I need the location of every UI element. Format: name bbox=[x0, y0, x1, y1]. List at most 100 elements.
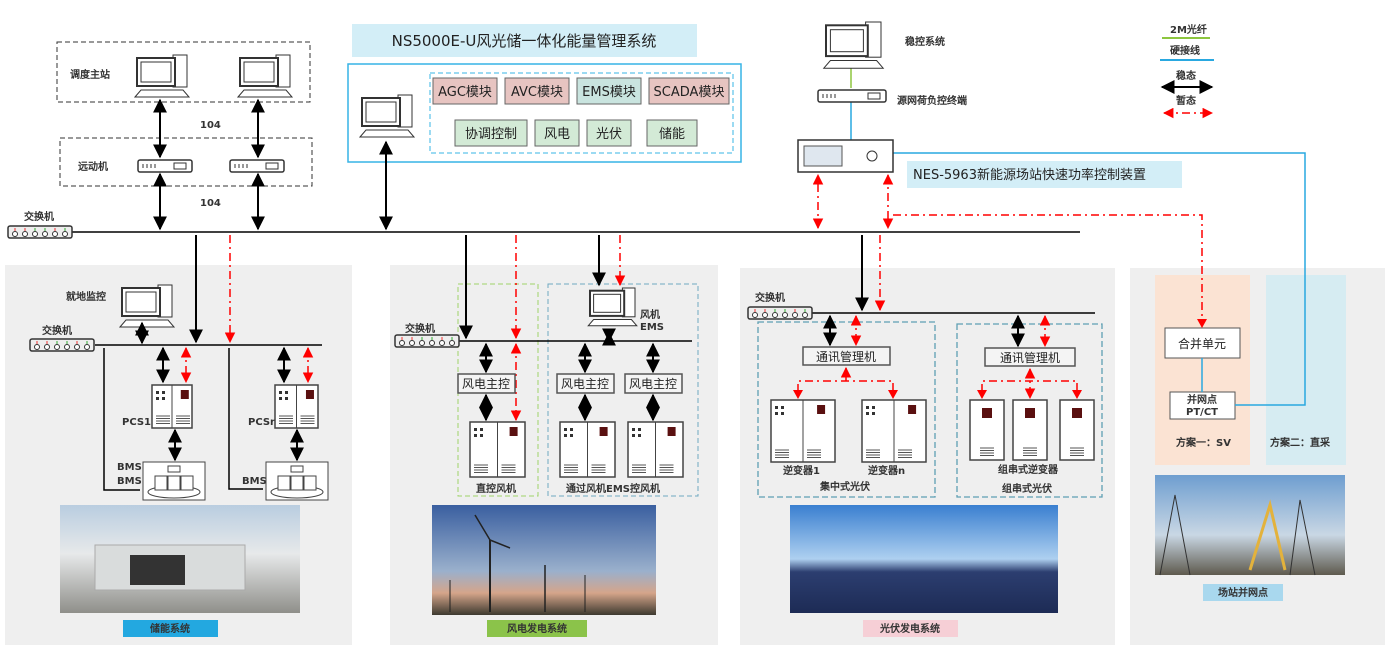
switch-icon[interactable] bbox=[29, 338, 95, 352]
grid-poc-tag: 场站并网点 bbox=[1203, 584, 1283, 601]
bms1-label: BMS1 bbox=[117, 462, 149, 473]
bms-link bbox=[228, 348, 263, 490]
arrow-head bbox=[1072, 390, 1082, 399]
ems-func-storage[interactable]: 储能 bbox=[646, 119, 698, 147]
rtu-frame bbox=[59, 137, 313, 187]
switch-icon[interactable] bbox=[747, 306, 813, 320]
func-label: 储能 bbox=[659, 127, 685, 142]
computer-icon[interactable] bbox=[133, 54, 191, 98]
solar-photo bbox=[790, 505, 1058, 613]
computer-icon[interactable] bbox=[358, 94, 416, 138]
arrow-head bbox=[888, 390, 898, 399]
ems-module-scada[interactable]: SCADA模块 bbox=[648, 77, 730, 105]
ems-module-agc[interactable]: AGC模块 bbox=[432, 77, 498, 105]
comm-manager-box[interactable] bbox=[984, 347, 1076, 367]
arrow-head bbox=[977, 390, 987, 399]
poc-label: 并网点 bbox=[1187, 393, 1217, 406]
ems-module-ems[interactable]: EMS模块 bbox=[576, 77, 642, 105]
bms-icon[interactable] bbox=[265, 461, 329, 501]
legend-fiber-label: 2M光纤 bbox=[1170, 23, 1207, 36]
string-inverter-label: 组串式逆变器 bbox=[998, 463, 1059, 476]
comm-manager-box[interactable] bbox=[802, 346, 891, 366]
terminal-label: 源网荷负控终端 bbox=[897, 94, 967, 107]
bms1-label: BMS1 bbox=[117, 476, 149, 487]
nes-device-label-box bbox=[907, 161, 1182, 188]
ptct-label: PT/CT bbox=[1186, 407, 1218, 418]
central-inverter-cabinet[interactable] bbox=[770, 399, 836, 463]
central-pv-label: 集中式光伏 bbox=[819, 480, 870, 493]
ems-turbine-label: 通过风机EMS控风机 bbox=[566, 482, 660, 495]
legend-steady-label: 稳态 bbox=[1176, 69, 1196, 82]
wind-switch-label: 交换机 bbox=[405, 322, 435, 335]
nes-5963-device[interactable] bbox=[797, 139, 894, 173]
switch-icon[interactable] bbox=[394, 334, 460, 348]
source-grid-load-terminal[interactable] bbox=[817, 89, 887, 103]
direct-turbine-frame bbox=[457, 283, 539, 497]
string-inverter-cabinet[interactable] bbox=[1012, 399, 1048, 461]
arrow-head bbox=[1197, 319, 1207, 328]
ems-func-coordination[interactable]: 协调控制 bbox=[454, 119, 528, 147]
hardwire-link bbox=[893, 152, 1306, 406]
string-pv-label: 组串式光伏 bbox=[1002, 482, 1052, 495]
string-inverter-cabinet[interactable] bbox=[969, 399, 1005, 461]
func-label: 风电 bbox=[544, 127, 570, 142]
substation-photo bbox=[1155, 475, 1345, 576]
turbine-master-box[interactable] bbox=[556, 373, 615, 394]
bms-icon[interactable] bbox=[142, 461, 206, 501]
turbine-cabinet[interactable] bbox=[559, 421, 616, 478]
bms-link bbox=[103, 348, 140, 491]
switch-icon[interactable] bbox=[7, 225, 73, 239]
computer-icon[interactable] bbox=[118, 284, 176, 328]
func-label: 光伏 bbox=[596, 127, 622, 142]
turbine-master-label: 风电主控 bbox=[561, 377, 609, 391]
pcsn-label: PCSn bbox=[248, 417, 277, 428]
dispatch-frame bbox=[56, 41, 311, 103]
turbine-cabinet[interactable] bbox=[469, 421, 526, 478]
turbine-ems-label: 风机 bbox=[640, 308, 660, 321]
tag-text: 储能系统 bbox=[149, 622, 190, 635]
turbine-master-box[interactable] bbox=[457, 373, 516, 394]
inverter1-label: 逆变器1 bbox=[783, 464, 820, 477]
central-pv-frame bbox=[757, 321, 936, 498]
ems-module-avc[interactable]: AVC模块 bbox=[504, 77, 570, 105]
rtu-device[interactable] bbox=[137, 159, 193, 173]
legend-hardwire-label: 硬接线 bbox=[1170, 44, 1200, 57]
plan1-label: 方案一：SV bbox=[1176, 436, 1231, 449]
module-label: AVC模块 bbox=[511, 85, 563, 100]
computer-icon[interactable] bbox=[822, 21, 885, 69]
pv-switch-label: 交换机 bbox=[755, 291, 785, 304]
tag-text: 风电发电系统 bbox=[507, 622, 567, 635]
wind-system-tag: 风电发电系统 bbox=[487, 620, 587, 637]
central-inverter-cabinet[interactable] bbox=[861, 399, 927, 463]
merging-unit[interactable]: 合并单元 bbox=[1164, 327, 1241, 359]
plan2-label: 方案二：直采 bbox=[1270, 436, 1330, 449]
rtu-device[interactable] bbox=[229, 159, 285, 173]
module-label: SCADA模块 bbox=[654, 85, 725, 100]
pcs1-cabinet[interactable] bbox=[151, 384, 193, 429]
plan2-column bbox=[1266, 275, 1346, 465]
comm-manager-label: 通讯管理机 bbox=[1000, 350, 1060, 365]
rtu-label: 远动机 bbox=[78, 160, 108, 173]
protocol-label: 104 bbox=[200, 198, 221, 209]
tag-text: 场站并网点 bbox=[1218, 586, 1268, 599]
dispatch-master-label: 调度主站 bbox=[70, 68, 110, 81]
turbine-cabinet[interactable] bbox=[627, 421, 684, 478]
storage-photo bbox=[60, 505, 300, 613]
ems-func-wind[interactable]: 风电 bbox=[534, 119, 580, 147]
pcsn-cabinet[interactable] bbox=[274, 384, 319, 429]
turbine-master-box[interactable] bbox=[624, 373, 683, 394]
wind-photo bbox=[432, 505, 656, 615]
turbine-ems-label: EMS bbox=[640, 322, 664, 333]
arrow-head bbox=[793, 390, 803, 399]
ems-func-pv[interactable]: 光伏 bbox=[586, 119, 632, 147]
merging-unit-label: 合并单元 bbox=[1178, 336, 1226, 351]
string-inverter-cabinet[interactable] bbox=[1059, 399, 1095, 461]
legend: 2M光纤 硬接线 稳态 暂态 bbox=[1160, 23, 1214, 119]
computer-icon[interactable] bbox=[587, 287, 638, 327]
func-label: 协调控制 bbox=[465, 127, 517, 142]
computer-icon[interactable] bbox=[236, 54, 294, 98]
page-title: NS5000E-U风光储一体化能量管理系统 bbox=[392, 32, 657, 50]
bmsn-label: BMSn bbox=[242, 476, 274, 487]
